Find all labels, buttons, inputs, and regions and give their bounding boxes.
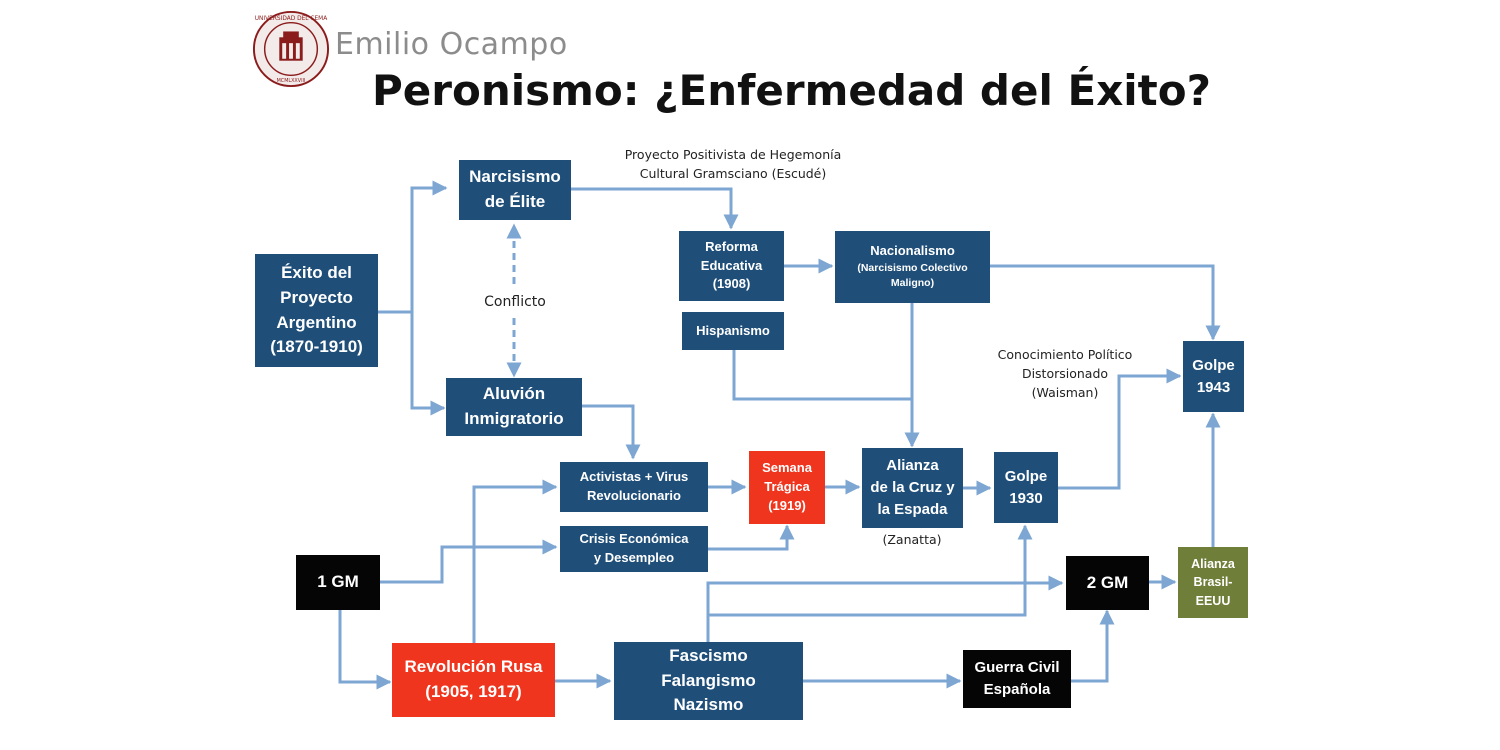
node-fascismo-falangismo-nazismo: Fascismo Falangismo Nazismo xyxy=(614,642,803,720)
node-exito-line3: Argentino xyxy=(276,312,357,332)
node-aluvion-line1: Aluvión xyxy=(482,384,546,404)
connector-exito-aluvion xyxy=(410,312,446,416)
node-exito-line2: Proyecto xyxy=(280,287,353,307)
node-alianza-brasil-line1: Alianza xyxy=(1191,557,1235,572)
connector-gm1-crisis xyxy=(380,539,558,584)
node-narcisismo-line1: Narcisismo xyxy=(469,167,561,187)
node-exito-proyecto-argentino: Éxito del Proyecto Argentino (1870-1910) xyxy=(255,254,378,367)
node-semana-line2: Trágica xyxy=(764,479,810,495)
note-conocimiento-line3: (Waisman) xyxy=(1031,384,1099,400)
node-golpe-1930: Golpe 1930 xyxy=(994,452,1058,523)
note-conocimiento-line1: Conocimiento Político xyxy=(997,347,1133,362)
node-narcisismo-elite: Narcisismo de Élite xyxy=(459,160,571,220)
node-golpe1930-line1: Golpe xyxy=(1004,467,1048,485)
node-alianza-brasil-line3: EEUU xyxy=(1195,593,1231,608)
node-2-gm: 2 GM xyxy=(1066,556,1149,610)
node-golpe-1943: Golpe 1943 xyxy=(1183,341,1244,412)
node-crisis-line2: y Desempleo xyxy=(593,550,675,565)
node-guerra-line2: Española xyxy=(983,681,1051,698)
connector-hispanismo-alianza xyxy=(732,350,912,401)
connector-aluvion-activistas xyxy=(582,404,641,460)
node-fascismo-line3: Nazismo xyxy=(673,695,744,715)
node-hispanismo: Hispanismo xyxy=(682,312,784,350)
slide-title: Peronismo: ¿Enfermedad del Éxito? xyxy=(372,66,1211,115)
node-alianza-cruz-line3: la Espada xyxy=(877,500,948,518)
author-name: Emilio Ocampo xyxy=(335,27,568,62)
note-proyecto-line2: Cultural Gramsciano (Escudé) xyxy=(639,165,827,181)
node-hispanismo-line1: Hispanismo xyxy=(696,322,770,338)
node-nacionalismo: Nacionalismo (Narcisismo Colectivo Malig… xyxy=(835,231,990,303)
node-fascismo-line1: Fascismo xyxy=(669,646,748,666)
node-aluvion-inmigratorio: Aluvión Inmigratorio xyxy=(446,378,582,436)
node-gm2-line1: 2 GM xyxy=(1086,572,1129,592)
node-alianza-cruz-espada: Alianza de la Cruz y la Espada xyxy=(862,448,963,528)
connector-exito-narcisismo xyxy=(410,180,448,312)
node-nacionalismo-line2: (Narcisismo Colectivo xyxy=(857,262,968,275)
node-crisis-line1: Crisis Económica xyxy=(579,531,689,547)
connector-fascismo-golpe1930 xyxy=(706,524,1033,642)
connector-crisis-semana xyxy=(708,524,795,551)
node-alianza-brasil-line2: Brasil- xyxy=(1193,575,1233,590)
note-conflicto: Conflicto xyxy=(484,294,546,310)
node-semana-line3: (1919) xyxy=(768,497,806,513)
node-nacionalismo-line1: Nacionalismo xyxy=(870,243,955,259)
node-revolucion-line2: (1905, 1917) xyxy=(425,682,522,701)
connector-gm1-revolucion xyxy=(338,610,392,690)
node-alianza-brasil-eeuu: Alianza Brasil- EEUU xyxy=(1178,547,1248,618)
node-activistas-line2: Revolucionario xyxy=(587,488,681,503)
node-nacionalismo-line3: Maligno) xyxy=(890,277,935,290)
connector-revolucion-activistas xyxy=(472,479,558,643)
node-activistas-virus: Activistas + Virus Revolucionario xyxy=(560,462,708,512)
university-seal-icon: UNIVERSIDAD DEL CEMA MCMLXXVIII xyxy=(252,10,330,88)
node-fascismo-line2: Falangismo xyxy=(661,670,756,690)
node-revolucion-rusa: Revolución Rusa (1905, 1917) xyxy=(392,643,555,717)
node-reforma-line1: Reforma xyxy=(705,238,758,254)
node-semana-line1: Semana xyxy=(762,460,812,476)
node-narcisismo-line2: de Élite xyxy=(484,192,546,211)
node-reforma-line2: Educativa xyxy=(700,257,763,273)
node-golpe1930-line2: 1930 xyxy=(1009,489,1043,507)
node-1-gm: 1 GM xyxy=(296,555,380,610)
note-proyecto-positivista: Proyecto Positivista de Hegemonía Cultur… xyxy=(600,146,866,184)
node-crisis-economica: Crisis Económica y Desempleo xyxy=(560,526,708,572)
note-zanatta: (Zanatta) xyxy=(882,532,942,547)
note-conocimiento-line2: Distorsionado xyxy=(1021,365,1109,381)
node-gm1-line1: 1 GM xyxy=(317,572,359,592)
node-reforma-line3: (1908) xyxy=(712,276,751,292)
connector-golpe1930-golpe1943 xyxy=(1058,368,1182,490)
note-conocimiento-politico: Conocimiento Político Distorsionado (Wai… xyxy=(984,346,1146,402)
connector-guerra-2gm xyxy=(1071,609,1115,683)
node-guerra-civil-espanola: Guerra Civil Española xyxy=(963,650,1071,708)
node-activistas-line1: Activistas + Virus xyxy=(579,469,689,485)
connector-nacionalismo-golpe1943 xyxy=(990,264,1221,341)
node-semana-tragica: Semana Trágica (1919) xyxy=(749,451,825,524)
seal-top-text: UNIVERSIDAD DEL CEMA xyxy=(255,16,327,22)
node-guerra-line1: Guerra Civil xyxy=(974,659,1060,677)
node-aluvion-line2: Inmigratorio xyxy=(464,409,564,428)
node-alianza-cruz-line1: Alianza xyxy=(886,457,939,475)
node-golpe1943-line1: Golpe xyxy=(1192,356,1235,374)
note-proyecto-line1: Proyecto Positivista de Hegemonía xyxy=(624,147,842,162)
node-revolucion-line1: Revolución Rusa xyxy=(404,657,543,677)
connector-fascismo-2gm xyxy=(706,575,1064,615)
connector-narcisismo-reforma xyxy=(571,187,739,230)
node-reforma-educativa: Reforma Educativa (1908) xyxy=(679,231,784,301)
node-exito-line4: (1870-1910) xyxy=(270,337,363,357)
seal-bottom-text: MCMLXXVIII xyxy=(277,78,306,84)
node-exito-line1: Éxito del xyxy=(281,263,352,283)
node-alianza-cruz-line2: de la Cruz y xyxy=(870,479,955,497)
node-golpe1943-line2: 1943 xyxy=(1196,378,1231,396)
